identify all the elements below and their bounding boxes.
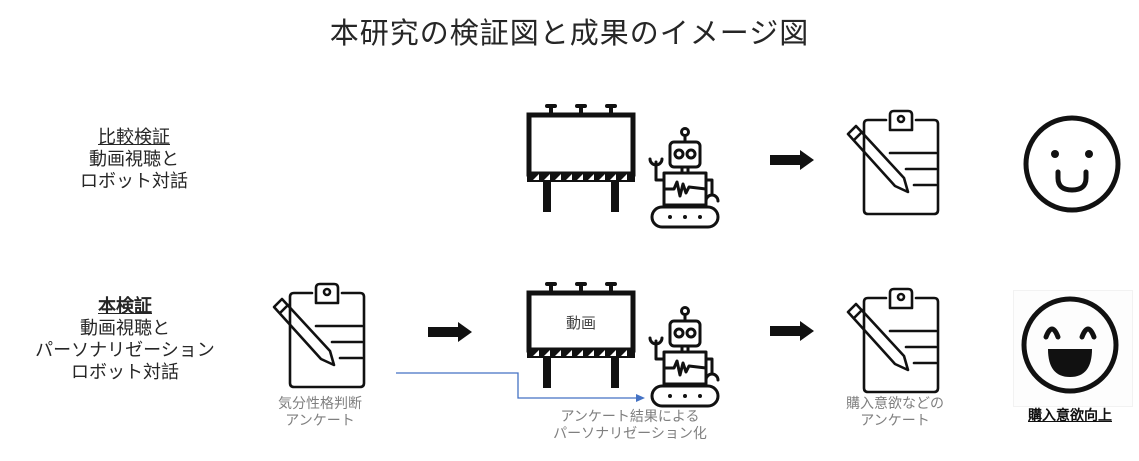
result-label: 購入意欲向上 [1028,408,1112,424]
robot-icon [648,306,720,408]
row-label-line: ロボット対話 [80,171,188,192]
clipboard-pencil-icon [846,109,940,216]
row-label-line: パーソナリゼーション [35,340,215,361]
row-heading-comparison: 比較検証 [98,127,170,148]
billboard-screen-text: 動画 [565,314,596,332]
row-heading-main: 本検証 [98,296,152,317]
clipboard-pencil-icon [846,287,940,394]
laughing-face-icon [1021,296,1119,394]
billboard-icon [526,282,636,388]
step-caption-personality-survey: 気分性格判断 アンケート [260,396,380,430]
row-label-main: 本検証 動画視聴と パーソナリゼーション ロボット対話 [0,296,250,384]
smiley-face-icon [1023,115,1121,213]
caption-line: アンケート [285,413,355,429]
caption-line: パーソナリゼーション化 [553,426,707,442]
page-title: 本研究の検証図と成果のイメージ図 [329,16,810,50]
row-label-line: 動画視聴と [89,149,179,170]
step-caption-purchase-survey: 購入意欲などの アンケート [830,396,960,430]
caption-line: 購入意欲などの [846,396,944,412]
result-image-frame [1013,290,1133,407]
clipboard-pencil-icon [272,282,366,389]
caption-line: 気分性格判断 [278,396,362,412]
row-label-line: 動画視聴と [80,318,170,339]
caption-line: アンケート [860,413,930,429]
row-label-comparison: 比較検証 動画視聴と ロボット対話 [24,127,244,193]
arrow-right-icon [770,321,814,341]
row-label-line: ロボット対話 [71,362,179,383]
step-caption-personalization: アンケート結果による パーソナリゼーション化 [530,409,730,443]
caption-line: アンケート結果による [560,409,700,425]
robot-icon [648,127,720,229]
arrow-right-icon [428,322,472,342]
billboard-icon [526,104,636,212]
arrow-right-icon [770,150,814,170]
connector-arrow [396,372,645,402]
